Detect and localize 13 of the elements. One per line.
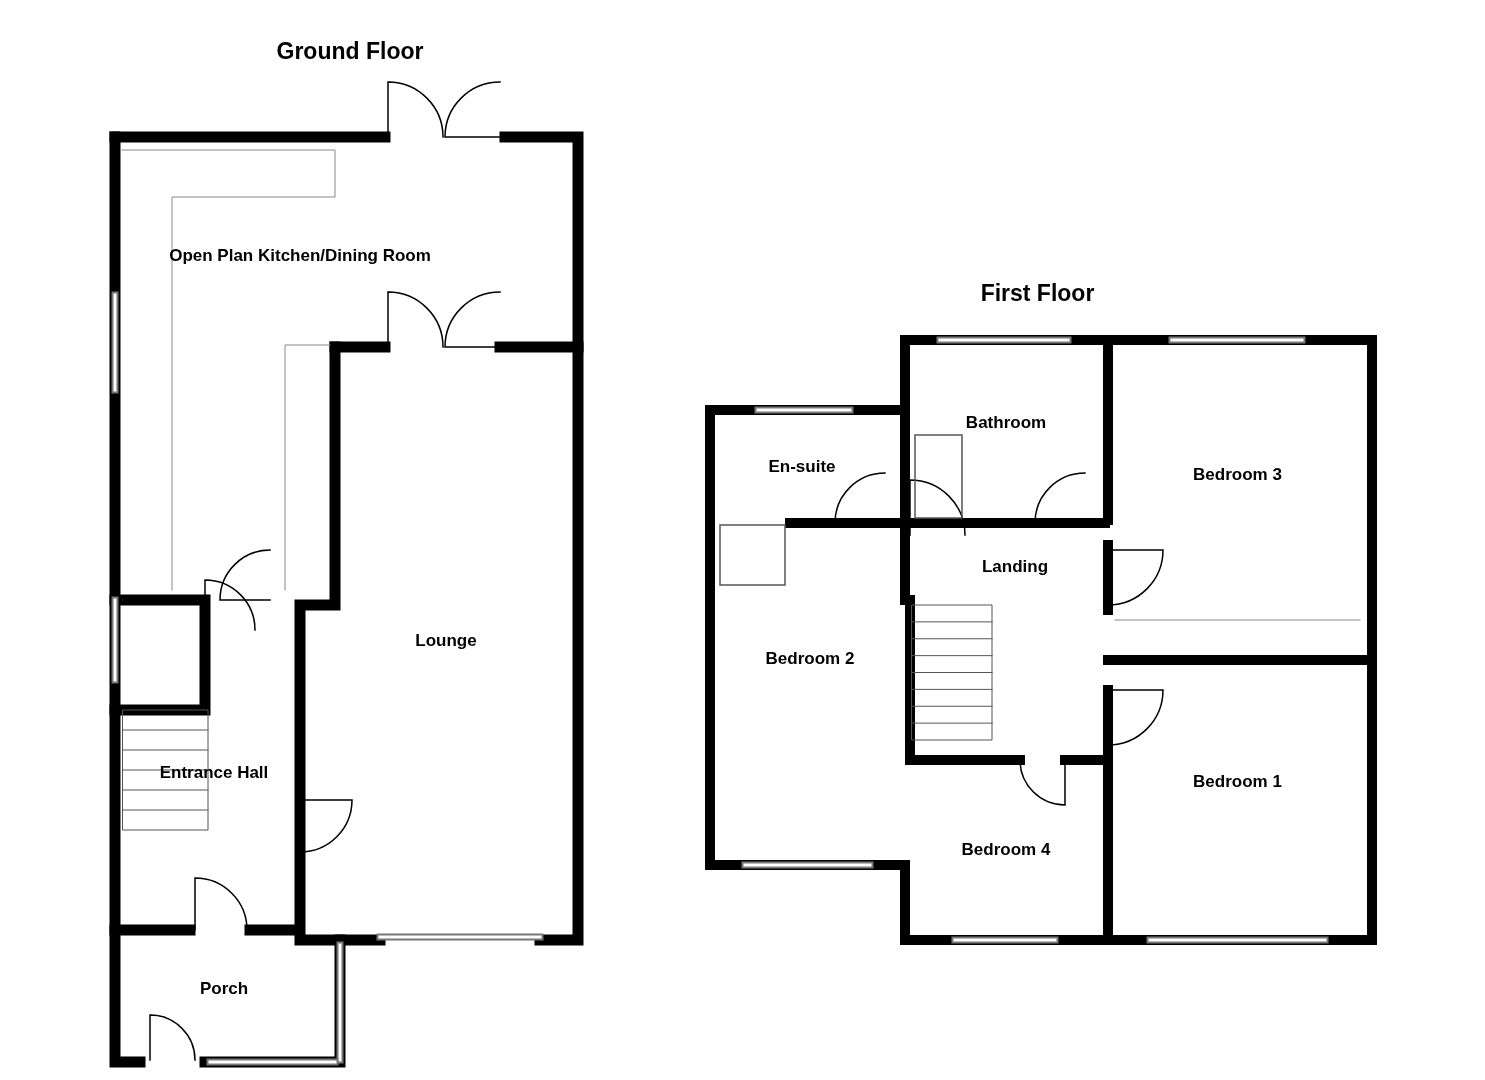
room-label: Bathroom	[965, 413, 1047, 432]
room-label: Bedroom 4	[961, 839, 1051, 859]
room-label: Landing	[981, 556, 1049, 576]
room-label: Bedroom 1	[1193, 771, 1282, 791]
room-label: Open Plan Kitchen/Dining Room	[169, 245, 431, 265]
room-label: Bedroom 3	[1193, 464, 1282, 484]
room-label: Porch	[199, 978, 249, 998]
floor-heading: Ground Floor	[275, 38, 425, 65]
room-label: Entrance Hall	[159, 763, 269, 782]
room-label: En-suite	[768, 457, 836, 476]
room-label: Bedroom 2	[765, 648, 855, 668]
floor-heading: First Floor	[979, 280, 1096, 307]
room-label: Lounge	[415, 630, 477, 650]
